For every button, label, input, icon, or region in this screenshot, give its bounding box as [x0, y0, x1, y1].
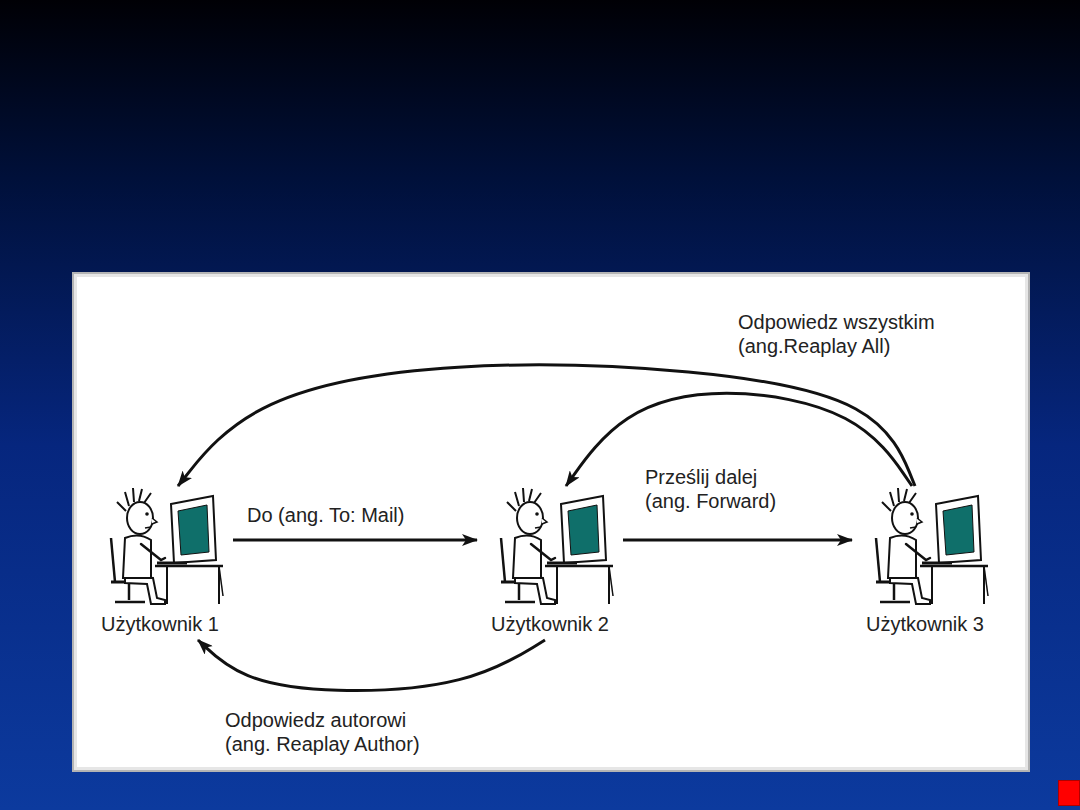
mail-arrow [178, 365, 915, 486]
user-node: Użytkownik 2 [477, 486, 623, 640]
user-label: Użytkownik 1 [95, 612, 225, 636]
edge-label: Odpowiedz wszystkim (ang.Reaplay All) [738, 310, 958, 358]
edge-label: Prześlij dalej (ang. Forward) [645, 465, 805, 513]
edge-label: Odpowiedz autorowi (ang. Reaplay Author) [225, 708, 445, 756]
edge-label: Do (ang. To: Mail) [247, 503, 404, 527]
user-node: Użytkownik 1 [87, 486, 233, 640]
slide-marker [1058, 780, 1080, 806]
user-node: Użytkownik 3 [852, 486, 998, 640]
mail-arrow [623, 539, 852, 542]
user-label: Użytkownik 2 [485, 612, 615, 636]
user-figure [860, 486, 990, 606]
user-figure [95, 486, 225, 606]
user-label: Użytkownik 3 [860, 612, 990, 636]
mail-arrow [233, 539, 477, 542]
user-figure [485, 486, 615, 606]
mail-arrow [198, 640, 545, 691]
